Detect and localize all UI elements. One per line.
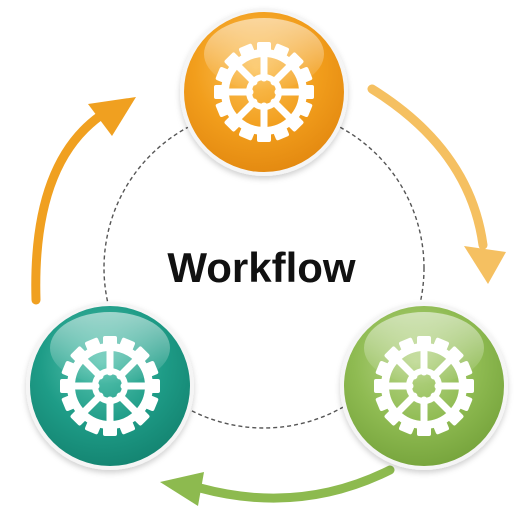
diagram-title: Workflow [167, 244, 356, 291]
arrow-left-to-top [31, 97, 136, 305]
arrow-top-to-right [367, 84, 506, 284]
node-left [26, 302, 194, 470]
node-right [340, 302, 508, 470]
node-top [180, 8, 348, 176]
arrow-right-to-left [160, 465, 395, 506]
dashed-cycle-ring [103, 107, 425, 429]
